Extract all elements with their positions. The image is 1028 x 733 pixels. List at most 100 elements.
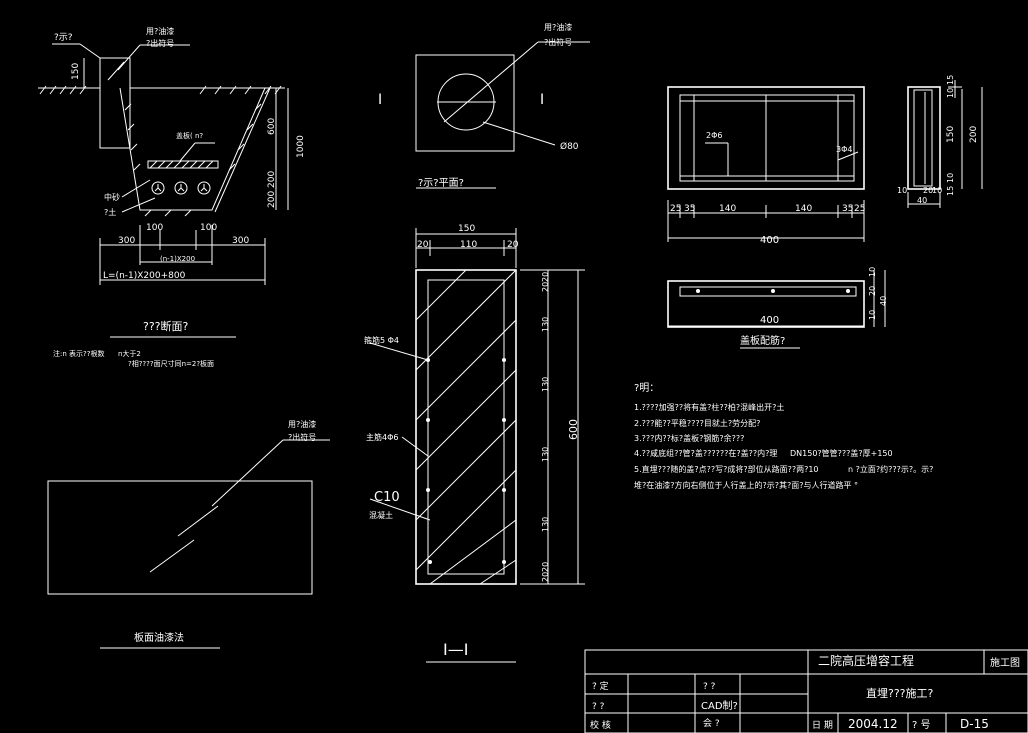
rebar-label-2phi6: 2Φ6 bbox=[706, 131, 722, 140]
rebar-dim-side-15b: 15 bbox=[946, 186, 955, 196]
rebar-dim-40: 40 bbox=[917, 196, 927, 205]
paint-method: 用?油漆 ?出符号 板面油漆法 bbox=[47, 419, 330, 649]
trench-note-1: 注:n 表示??根数 bbox=[53, 349, 104, 358]
plan-dim-d80: Ø80 bbox=[560, 141, 579, 152]
trench-dim-200a: 200 bbox=[267, 171, 277, 188]
rebar-dim-plate-20: 20 bbox=[868, 286, 877, 296]
notes-line-2: 2.???能??平稳????目就土?劳分配? bbox=[634, 418, 760, 428]
plan-label-paint: 用?油漆 bbox=[544, 22, 572, 32]
section-hatch bbox=[415, 269, 517, 585]
rebar-dim-plate-10: 10 bbox=[868, 267, 877, 277]
title-stage: 施工图 bbox=[990, 656, 1020, 669]
paint-title: 板面油漆法 bbox=[134, 631, 184, 644]
title-row2-b: CAD制? bbox=[701, 699, 738, 712]
trench-dim-300b: 300 bbox=[232, 236, 249, 246]
trench-dim-200b: 200 bbox=[267, 191, 277, 208]
notes-line-5-extra: n ?立面?约???示?。示? bbox=[848, 464, 933, 474]
plan-mark-left: I bbox=[378, 92, 382, 108]
notes-line-5: 5.直埋???随的盖?点??写?成将?部位从路面??两?10 bbox=[634, 464, 819, 474]
rebar-dim-h-3: 140 bbox=[719, 204, 736, 214]
section-title: I—I bbox=[443, 640, 468, 659]
trench-label-soil: ?土 bbox=[104, 207, 116, 217]
trench-label-plate: 盖板( n? bbox=[176, 131, 203, 140]
notes-line-4: 4.??咸底组??管?盖??????在?盖??内?理 bbox=[634, 448, 777, 458]
title-row1-b: ? ? bbox=[703, 682, 716, 692]
trench-note-1b: n大于2 bbox=[118, 349, 141, 358]
notes-line-3: 3.???内??标?盖板?钢筋?余??? bbox=[634, 433, 744, 443]
rebar-dim-h-5: 35 bbox=[842, 204, 853, 214]
notes: ?明： 1.????加强??将有盖?柱??柏?混峰出开?土 2.???能??平稳… bbox=[634, 382, 933, 490]
section-dim-v-8: 20 bbox=[541, 562, 550, 572]
plan-mark-right: I bbox=[540, 92, 544, 108]
rebar-dim-plate-10b: 10 bbox=[868, 310, 877, 320]
trench-dim-600: 600 bbox=[267, 118, 277, 135]
title-date-label: 日 期 bbox=[812, 720, 833, 731]
title-no-label: ? 号 bbox=[912, 719, 931, 731]
section-dim-600: 600 bbox=[567, 419, 580, 440]
section-dim-v-7: 20 bbox=[541, 572, 550, 582]
rebar-dim-h-2: 35 bbox=[684, 204, 695, 214]
notes-heading: ?明： bbox=[634, 382, 659, 394]
rebar-label-3phi4: 3Φ4 bbox=[836, 145, 852, 154]
rebar-dim-h-4: 140 bbox=[795, 204, 812, 214]
plan-title: ?示?平面? bbox=[418, 178, 464, 189]
section-dim-v-4: 130 bbox=[541, 377, 550, 392]
trench-dim-L: L=(n-1)X200+800 bbox=[103, 271, 186, 281]
trench-dim-n200: (n-1)X200 bbox=[160, 255, 195, 263]
section-dim-20a: 20 bbox=[417, 240, 429, 250]
trench-title: ???断面? bbox=[143, 319, 189, 333]
rebar-dim-side-200: 200 bbox=[969, 126, 979, 143]
title-row1-a: ? 定 bbox=[592, 680, 609, 692]
rebar-dim-side-15: 15 bbox=[946, 75, 955, 85]
trench-section: ?示? 用?油漆 ?出符号 盖板( n? 中砂 ?土 150 600 1000 … bbox=[38, 26, 306, 368]
section-dim-v-1: 20 bbox=[541, 282, 550, 292]
section-dim-v-6: 130 bbox=[541, 517, 550, 532]
rebar-dim-20: 20 bbox=[923, 186, 933, 195]
section-dim-150: 150 bbox=[458, 224, 475, 234]
section-label-c10: C10 bbox=[374, 490, 400, 505]
rebar-dim-plate-40: 40 bbox=[879, 296, 888, 306]
rebar-dim-side-10: 10 bbox=[946, 88, 955, 98]
rebar-dim-400b: 400 bbox=[760, 315, 779, 326]
cable-circles bbox=[151, 181, 211, 195]
rebar-dim-10b: 10 bbox=[932, 186, 942, 195]
title-drawing-name: 直埋???施工? bbox=[866, 686, 934, 700]
title-row3-a: 校 核 bbox=[590, 719, 611, 731]
rebar-dim-side-10b: 10 bbox=[946, 173, 955, 183]
paint-label-2: ?出符号 bbox=[288, 432, 316, 442]
ground-hatch bbox=[39, 85, 282, 95]
section-dim-110: 110 bbox=[460, 240, 477, 250]
title-row3-b: 会 ? bbox=[703, 717, 720, 729]
rebar-dim-400a: 400 bbox=[760, 235, 779, 246]
title-row2-a: ? ? bbox=[592, 702, 605, 712]
rebar-dim-h-6: 25 bbox=[854, 204, 865, 214]
title-drawing-no: D-15 bbox=[960, 717, 989, 731]
trench-dim-100b: 100 bbox=[200, 223, 217, 233]
rebar-dim-h-1: 25 bbox=[670, 204, 681, 214]
trench-dim-100a: 100 bbox=[146, 223, 163, 233]
rebar-dim-10: 10 bbox=[897, 186, 907, 195]
section-dim-20b: 20 bbox=[507, 240, 519, 250]
section-dim-v-5: 130 bbox=[541, 447, 550, 462]
title-project: 二院高压增容工程 bbox=[818, 653, 914, 668]
notes-line-4-extra: DN150?管管???盖?厚+150 bbox=[790, 448, 893, 458]
plan-label-symbol: ?出符号 bbox=[544, 37, 572, 47]
cover-plate-rebar: 2Φ6 3Φ4 25 35 140 140 35 25 400 400 15 1… bbox=[667, 75, 983, 349]
section-I-I: 150 20 110 20 600 20 20 130 130 130 130 … bbox=[364, 224, 585, 663]
trench-dim-300a: 300 bbox=[118, 236, 135, 246]
section-dim-v-3: 130 bbox=[541, 317, 550, 332]
rebar-dots bbox=[426, 358, 506, 564]
section-label-main: 主筋4Φ6 bbox=[366, 432, 398, 442]
trench-note-2: ?相????面尺寸同n=2?板面 bbox=[128, 359, 214, 368]
rebar-title: 盖板配筋? bbox=[740, 334, 785, 347]
trench-dim-150: 150 bbox=[71, 63, 81, 80]
notes-line-1: 1.????加强??将有盖?柱??柏?混峰出开?土 bbox=[634, 402, 784, 412]
trench-label-marker: ?示? bbox=[54, 33, 73, 43]
trench-label-sand: 中砂 bbox=[104, 192, 120, 202]
trench-label-symbol: ?出符号 bbox=[146, 38, 174, 48]
title-date: 2004.12 bbox=[848, 717, 898, 731]
notes-line-6: 堆?在油漆?方向右侧位于人行盖上的?示?其?面?与人行道路平 ° bbox=[634, 480, 858, 490]
section-dim-v-2: 20 bbox=[541, 272, 550, 282]
section-label-stirrup: 箍筋5 Φ4 bbox=[364, 335, 399, 345]
